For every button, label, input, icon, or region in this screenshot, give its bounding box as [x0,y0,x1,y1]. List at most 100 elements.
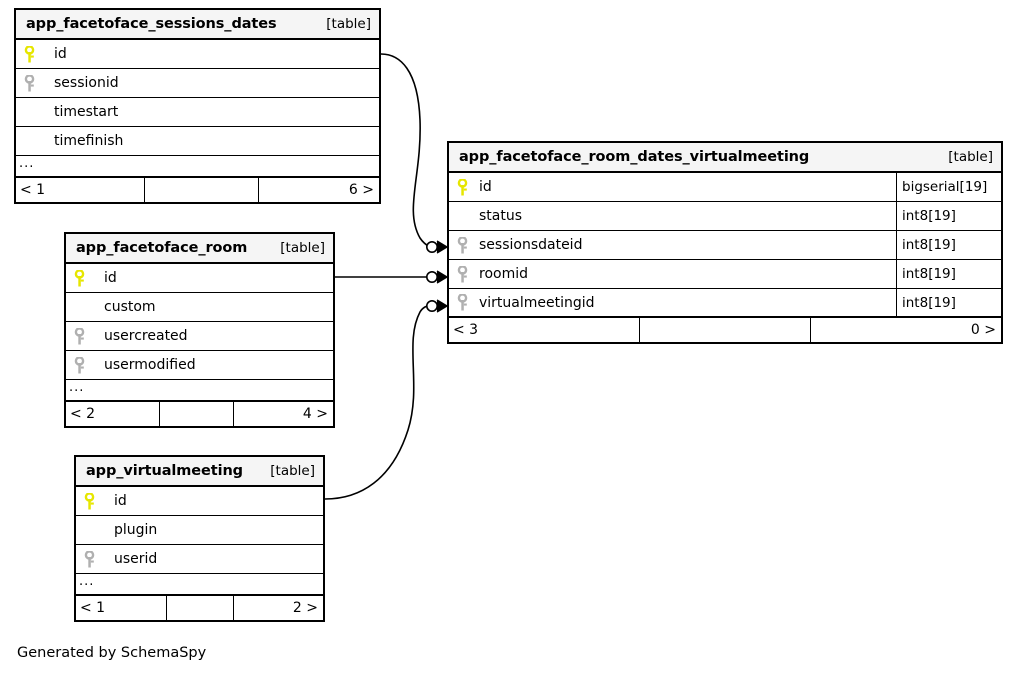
footer-parent-count: < 2 [70,406,96,422]
footer-child-count: 0 > [970,322,996,338]
foreign-key-icon [449,294,475,311]
foreign-key-icon [66,356,92,374]
table-node-app-facetoface-sessions-dates[interactable]: app_facetoface_sessions_dates [table] id [14,8,381,204]
column-name: sessionsdateid [479,237,583,253]
column-type: bigserial[19] [896,173,1001,201]
footer-parent-count: < 1 [80,600,106,616]
column-main: userid [76,545,323,573]
column-main: usercreated [66,322,333,350]
column-name: usercreated [104,328,188,344]
column-type: int8[19] [896,202,1001,230]
column-name: timefinish [54,133,124,149]
table-row[interactable]: virtualmeetingid int8[19] [449,289,1001,318]
edge-optional-marker [425,270,438,283]
more-columns-indicator: ... [16,156,379,178]
table-title: app_facetoface_room [76,240,248,256]
table-kind-label: [table] [270,463,315,479]
table-header: app_facetoface_room_dates_virtualmeeting… [449,143,1001,173]
table-title: app_virtualmeeting [86,463,243,479]
table-row[interactable]: timestart [16,98,379,127]
column-name: id [114,493,127,509]
column-type: int8[19] [896,289,1001,316]
table-columns: id custom [66,264,333,380]
table-row[interactable]: sessionsdateid int8[19] [449,231,1001,260]
table-row[interactable]: sessionid [16,69,379,98]
table-footer: < 2 4 > [66,402,333,426]
footer-middle [159,402,234,426]
table-row[interactable]: custom [66,293,333,322]
column-main: status [449,202,896,230]
column-main: plugin [76,516,323,544]
column-name: plugin [114,522,158,538]
column-name: sessionid [54,75,119,91]
column-name: custom [104,299,156,315]
column-main: timestart [16,98,379,126]
foreign-key-icon [449,236,475,254]
footer-middle [639,318,811,342]
column-main: roomid [449,260,896,288]
table-row[interactable]: id [76,487,323,516]
table-header: app_facetoface_room [table] [66,234,333,264]
table-columns: id sessionid [16,40,379,156]
table-columns: id bigserial[19] status int8[19] [449,173,1001,318]
edge-optional-marker [425,241,438,254]
table-row[interactable]: userid [76,545,323,574]
table-row[interactable]: status int8[19] [449,202,1001,231]
column-type: int8[19] [896,231,1001,259]
table-footer: < 1 2 > [76,596,323,620]
generated-by-caption: Generated by SchemaSpy [17,645,207,661]
primary-key-icon [76,492,102,510]
footer-child-count: 4 > [302,406,328,422]
column-name: roomid [479,266,528,282]
table-row[interactable]: usercreated [66,322,333,351]
table-columns: id plugin [76,487,323,574]
footer-child-count: 6 > [348,182,374,198]
column-name: status [479,208,523,224]
column-name: virtualmeetingid [479,294,595,311]
table-kind-label: [table] [948,149,993,165]
table-header: app_virtualmeeting [table] [76,457,323,487]
table-row[interactable]: id bigserial[19] [449,173,1001,202]
table-node-app-virtualmeeting[interactable]: app_virtualmeeting [table] id [74,455,325,622]
table-row[interactable]: usermodified [66,351,333,380]
table-row[interactable]: roomid int8[19] [449,260,1001,289]
table-row[interactable]: id [66,264,333,293]
table-row[interactable]: id [16,40,379,69]
edge-optional-marker [425,299,438,312]
column-main: timefinish [16,127,379,155]
more-columns-indicator: ... [66,380,333,402]
foreign-key-icon [76,550,102,568]
column-name: userid [114,551,158,567]
table-title: app_facetoface_room_dates_virtualmeeting [459,149,810,165]
table-row[interactable]: timefinish [16,127,379,156]
column-main: id [76,487,323,515]
column-name: usermodified [104,357,196,373]
footer-child-count: 2 > [292,600,318,616]
relationship-edge-roomid [335,270,448,284]
column-main: id [66,264,333,292]
column-type: int8[19] [896,260,1001,288]
footer-parent-count: < 1 [20,182,46,198]
primary-key-icon [449,178,475,196]
column-main: id [449,173,896,201]
footer-middle [144,178,259,202]
table-header: app_facetoface_sessions_dates [table] [16,10,379,40]
footer-middle [166,596,234,620]
foreign-key-icon [66,327,92,345]
column-name: timestart [54,104,119,120]
column-name: id [104,270,117,286]
foreign-key-icon [449,265,475,283]
column-main: custom [66,293,333,321]
relationship-edge-sessionsdateid [380,53,448,254]
table-node-app-facetoface-room-dates-virtualmeeting[interactable]: app_facetoface_room_dates_virtualmeeting… [447,141,1003,344]
more-columns-indicator: ... [76,574,323,596]
table-kind-label: [table] [326,16,371,32]
table-node-app-facetoface-room[interactable]: app_facetoface_room [table] id [64,232,335,428]
column-main: virtualmeetingid [449,289,896,316]
footer-parent-count: < 3 [453,322,479,338]
table-footer: < 1 6 > [16,178,379,202]
column-main: sessionid [16,69,379,97]
table-row[interactable]: plugin [76,516,323,545]
column-name: id [54,46,67,62]
